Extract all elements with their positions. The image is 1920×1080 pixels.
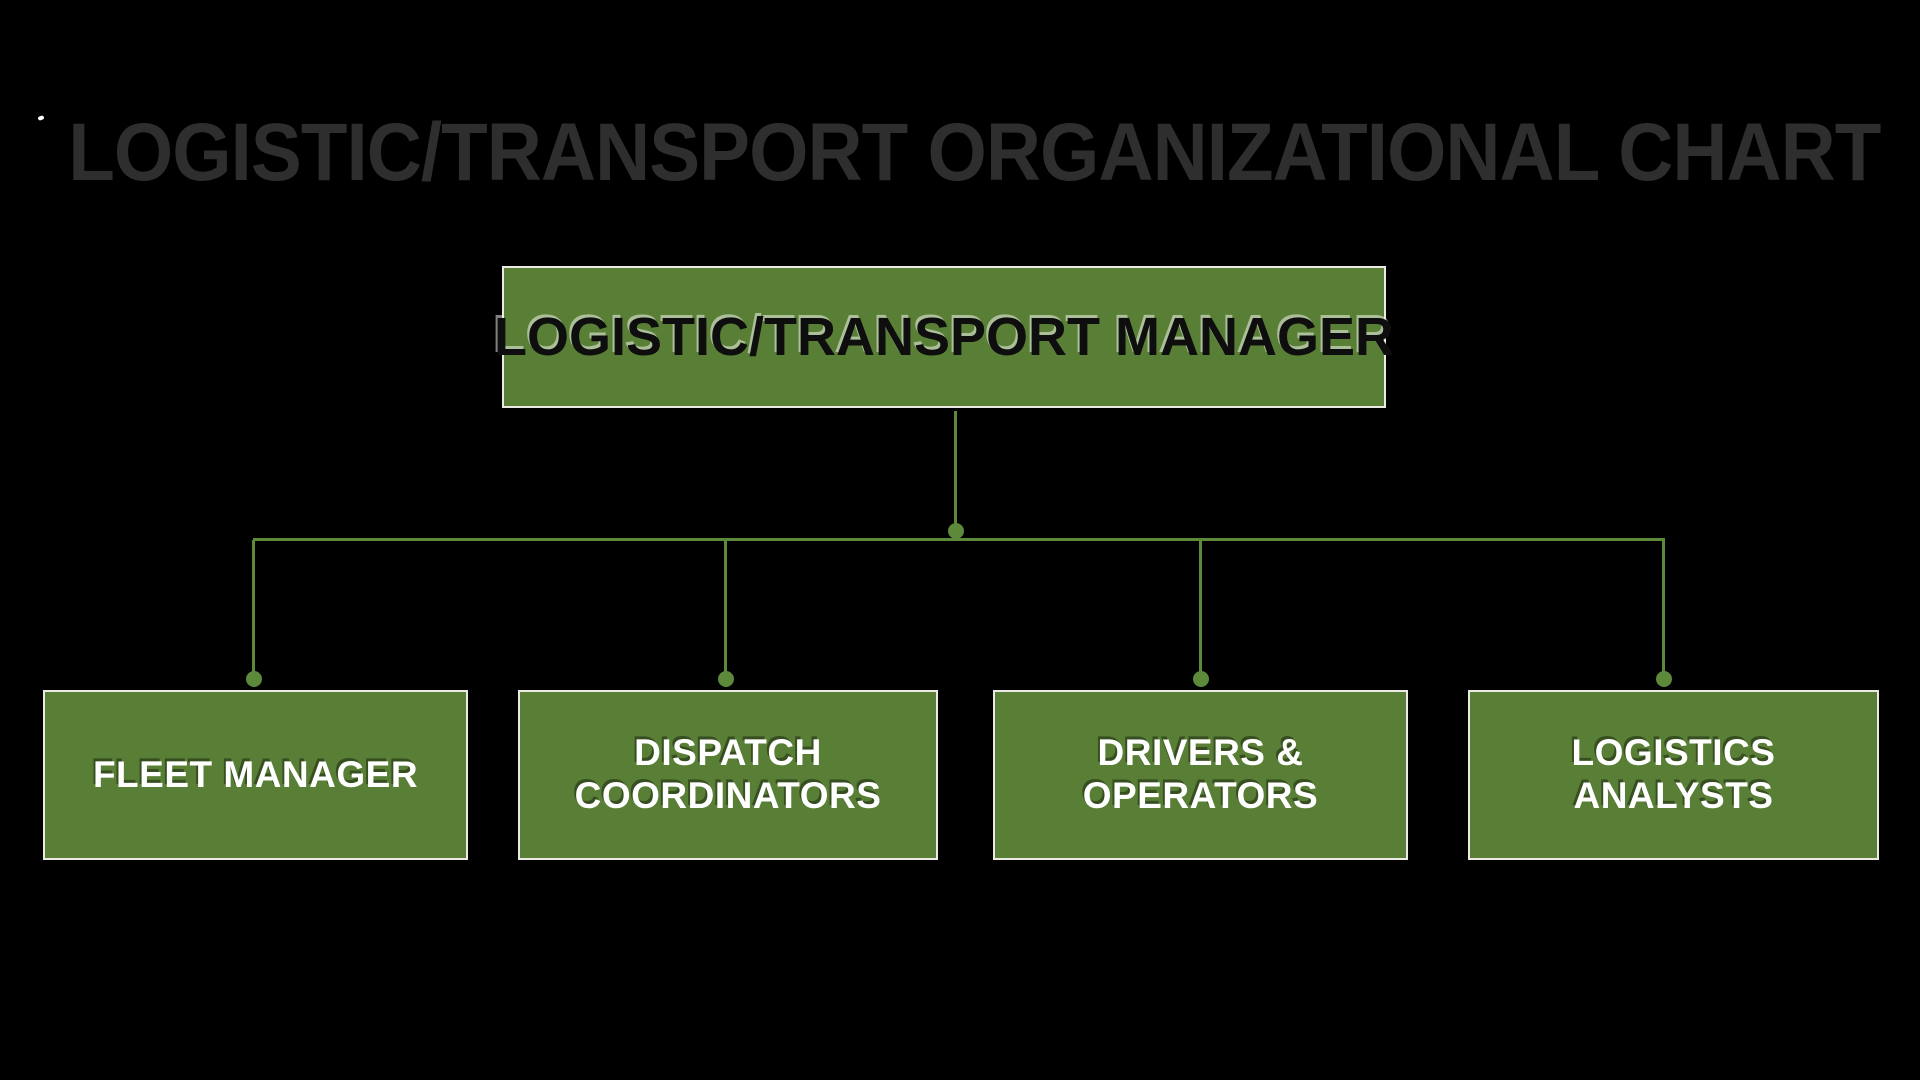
page-title-text: LOGISTIC/TRANSPORT ORGANIZATIONAL CHART	[68, 107, 1881, 198]
org-node-fleet-manager-label: FLEET MANAGER	[92, 753, 419, 795]
org-node-manager-label: LOGISTIC/TRANSPORT MANAGER	[494, 307, 1394, 367]
connector-endpoint-dot-3	[1193, 671, 1209, 687]
connector-drop-line-1	[252, 540, 255, 672]
connector-trunk-endpoint-dot	[948, 523, 964, 539]
connector-horizontal-line	[253, 538, 1665, 541]
org-node-drivers-operators-label: DRIVERS & OPERATORS	[1082, 732, 1319, 816]
org-node-manager: LOGISTIC/TRANSPORT MANAGER	[494, 266, 1394, 408]
org-node-dispatch-coordinators-label: DISPATCH COORDINATORS	[574, 732, 882, 816]
connector-endpoint-dot-4	[1656, 671, 1672, 687]
connector-trunk-line	[954, 411, 957, 524]
connector-drop-line-3	[1199, 540, 1202, 672]
connector-endpoint-dot-1	[246, 671, 262, 687]
org-node-logistics-analysts-label: LOGISTICS ANALYSTS	[1571, 732, 1776, 816]
connector-drop-line-2	[724, 540, 727, 672]
org-node-dispatch-coordinators: DISPATCH COORDINATORS	[518, 690, 938, 860]
connector-drop-line-4	[1662, 540, 1665, 672]
org-node-logistics-analysts: LOGISTICS ANALYSTS	[1468, 690, 1879, 860]
org-node-drivers-operators: DRIVERS & OPERATORS	[993, 690, 1408, 860]
page-title: LOGISTIC/TRANSPORT ORGANIZATIONAL CHART	[0, 112, 1920, 194]
connector-endpoint-dot-2	[718, 671, 734, 687]
org-node-fleet-manager: FLEET MANAGER	[43, 690, 468, 860]
